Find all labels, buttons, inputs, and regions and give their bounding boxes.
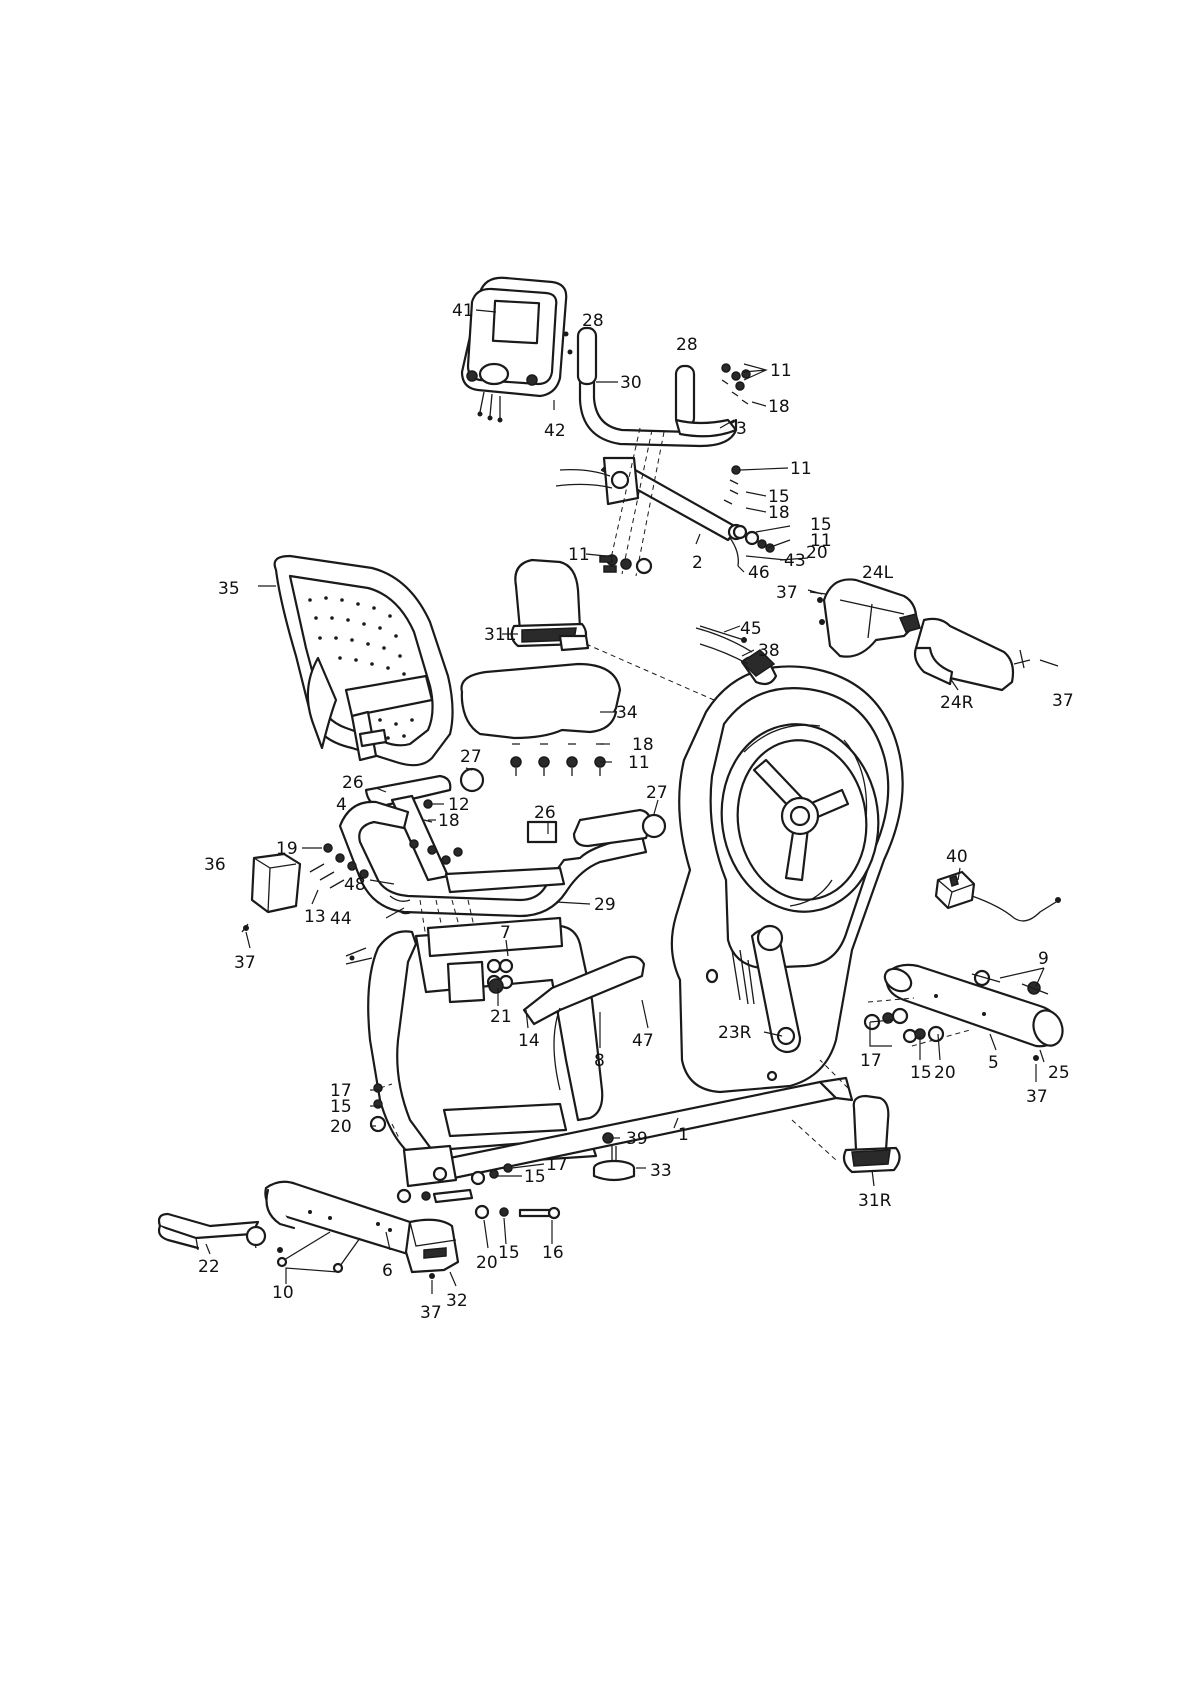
front-handlebar-part-30 (578, 328, 736, 446)
callout-11-left: 11 (568, 545, 590, 565)
callout-22: 22 (198, 1257, 220, 1277)
callout-20-frame: 20 (330, 1117, 352, 1137)
front-handle-part-22 (159, 1214, 265, 1250)
callout-10: 10 (272, 1283, 294, 1303)
callout-36: 36 (204, 855, 226, 875)
seat-cushion-part-34 (462, 664, 621, 776)
callout-18-handle: 18 (438, 811, 460, 831)
callout-15-frame: 15 (330, 1097, 352, 1117)
callout-26-left: 26 (342, 773, 364, 793)
callout-31R: 31R (858, 1191, 892, 1211)
callout-15-front: 15 (498, 1243, 520, 1263)
end-cap-part-32 (406, 1220, 458, 1279)
callout-4: 4 (336, 795, 347, 815)
callout-19: 19 (276, 839, 298, 859)
callout-9: 9 (1038, 949, 1049, 969)
callout-35: 35 (218, 579, 240, 599)
callout-27-right: 27 (646, 783, 668, 803)
callout-43: 43 (784, 551, 806, 571)
callout-16: 16 (542, 1243, 564, 1263)
callout-26-right: 26 (534, 803, 556, 823)
callout-24L: 24L (862, 563, 894, 583)
callout-17-rear: 17 (860, 1051, 882, 1071)
power-adapter-part-40 (936, 872, 1061, 921)
callout-30: 30 (620, 373, 642, 393)
callout-20-top: 20 (806, 543, 828, 563)
seat-fasteners (511, 744, 605, 776)
callout-24R: 24R (940, 693, 974, 713)
callout-6: 6 (382, 1261, 393, 1281)
callout-32: 32 (446, 1291, 468, 1311)
callout-15-base: 15 (524, 1167, 546, 1187)
callout-41: 41 (452, 301, 474, 321)
callout-34: 34 (616, 703, 638, 723)
callout-18-mid: 18 (768, 503, 790, 523)
callout-28-right: 28 (676, 335, 698, 355)
callout-8: 8 (594, 1051, 605, 1071)
left-cover-part-24L (810, 579, 920, 656)
callout-17-base: 17 (546, 1155, 568, 1175)
callout-37-rear: 37 (1026, 1087, 1048, 1107)
right-cover-part-24R (915, 619, 1030, 690)
callout-14: 14 (518, 1031, 540, 1051)
callout-48: 48 (344, 875, 366, 895)
callout-37-front: 37 (420, 1303, 442, 1323)
side-cover-part-36 (242, 854, 300, 932)
callout-46: 46 (748, 563, 770, 583)
callout-33: 33 (650, 1161, 672, 1181)
callout-21: 21 (490, 1007, 512, 1027)
callout-28-left: 28 (582, 311, 604, 331)
callout-13: 13 (304, 907, 326, 927)
callout-37-side: 37 (234, 953, 256, 973)
callout-27-left: 27 (460, 747, 482, 767)
callout-20-rear: 20 (934, 1063, 956, 1083)
callout-11-seat: 11 (628, 753, 650, 773)
callout-3: 3 (736, 419, 747, 439)
console-part-41 (462, 278, 573, 423)
callout-11-mid: 11 (790, 459, 812, 479)
callout-18-top: 18 (768, 397, 790, 417)
callout-1: 1 (678, 1125, 689, 1145)
callout-31L: 31L (484, 625, 516, 645)
callout-40: 40 (946, 847, 968, 867)
callout-37-cover-right: 37 (1052, 691, 1074, 711)
callout-29: 29 (594, 895, 616, 915)
callout-25: 25 (1048, 1063, 1070, 1083)
callout-11-top: 11 (770, 361, 792, 381)
rear-stabilizer-part-5 (865, 964, 1067, 1061)
callout-39: 39 (626, 1129, 648, 1149)
callout-38: 38 (758, 641, 780, 661)
callout-47: 47 (632, 1031, 654, 1051)
callout-5: 5 (988, 1053, 999, 1073)
callout-23R: 23R (718, 1023, 752, 1043)
callout-15-rear: 15 (910, 1063, 932, 1083)
callout-7: 7 (500, 923, 511, 943)
callout-45: 45 (740, 619, 762, 639)
callout-18-seat: 18 (632, 735, 654, 755)
callout-37-cover-left: 37 (776, 583, 798, 603)
callout-2: 2 (692, 553, 703, 573)
callout-42: 42 (544, 421, 566, 441)
callout-44: 44 (330, 909, 352, 929)
callout-20-front: 20 (476, 1253, 498, 1273)
